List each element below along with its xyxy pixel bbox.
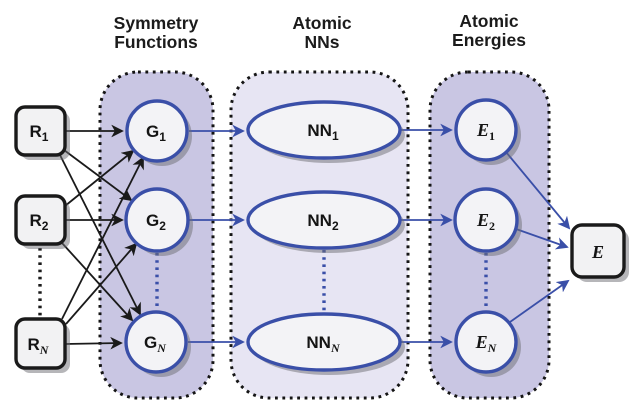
- arrow-en-to-e: [509, 279, 570, 323]
- node-rn-box: [14, 317, 67, 370]
- header-symmetry-line1: Symmetry: [114, 13, 199, 33]
- arrow-rn-to-g1: [61, 156, 144, 320]
- node-nn2: NN2: [246, 190, 405, 253]
- node-nnn: NNN: [246, 312, 405, 375]
- node-rn-label: RN: [28, 335, 50, 357]
- node-nn1-ellipse: [246, 100, 402, 160]
- node-r2-box: [14, 194, 67, 246]
- arrow-e2-to-e: [515, 228, 569, 250]
- node-e1-circle: [454, 98, 518, 162]
- node-g1: G1: [125, 99, 192, 166]
- arrow-rn-to-g2: [65, 242, 138, 325]
- node-e2-circle: [453, 187, 519, 253]
- node-gn: GN: [124, 310, 191, 377]
- node-e1-label: E1: [476, 120, 495, 143]
- arrow-e1-to-e: [505, 151, 571, 230]
- node-e-box: [570, 223, 626, 279]
- node-gn-label: GN: [144, 333, 167, 355]
- node-e-label: E: [591, 242, 604, 262]
- node-r2: R2: [14, 194, 70, 249]
- node-nn2-ellipse: [246, 190, 402, 250]
- node-nn1-label: NN1: [307, 121, 339, 143]
- header-symmetry-functions: Symmetry Functions: [114, 13, 199, 52]
- node-gn-circle: [124, 310, 188, 374]
- node-e2-label: E2: [476, 210, 495, 233]
- header-atomic-energies: Atomic Energies: [452, 11, 526, 50]
- node-r1: R1: [14, 105, 70, 160]
- header-energies-line1: Atomic: [459, 11, 519, 31]
- node-g2: G2: [124, 187, 193, 256]
- node-nn2-label: NN2: [307, 211, 339, 233]
- node-g2-label: G2: [146, 211, 166, 233]
- header-energies-line2: Energies: [452, 30, 526, 50]
- header-nns-line2: NNs: [304, 32, 339, 52]
- node-r2-label: R2: [30, 211, 49, 233]
- node-g2-circle: [124, 187, 190, 253]
- arrow-rn-to-gn: [64, 336, 123, 350]
- arrow-r2-to-gn: [61, 242, 134, 322]
- header-symmetry-line2: Functions: [114, 32, 198, 52]
- node-g1-circle: [125, 99, 189, 163]
- node-en-label: EN: [475, 332, 498, 355]
- arrow-r1-to-g2: [63, 149, 133, 202]
- node-nn1: NN1: [246, 100, 405, 163]
- node-r1-box: [14, 105, 67, 157]
- node-en-circle: [454, 310, 518, 374]
- node-rn: RN: [14, 317, 70, 373]
- header-atomic-nns: Atomic NNs: [292, 13, 352, 52]
- arrow-r1-to-gn: [59, 154, 141, 316]
- node-e2: E2: [453, 187, 522, 256]
- node-total-energy: E: [570, 223, 629, 282]
- node-nnn-label: NNN: [306, 333, 341, 355]
- node-r1-label: R1: [30, 122, 49, 144]
- node-g1-label: G1: [146, 122, 166, 144]
- header-nns-line1: Atomic: [292, 13, 352, 33]
- arrow-r2-to-g1: [64, 149, 135, 207]
- node-nnn-ellipse: [246, 312, 402, 372]
- node-en: EN: [454, 310, 521, 377]
- node-e1: E1: [454, 98, 521, 165]
